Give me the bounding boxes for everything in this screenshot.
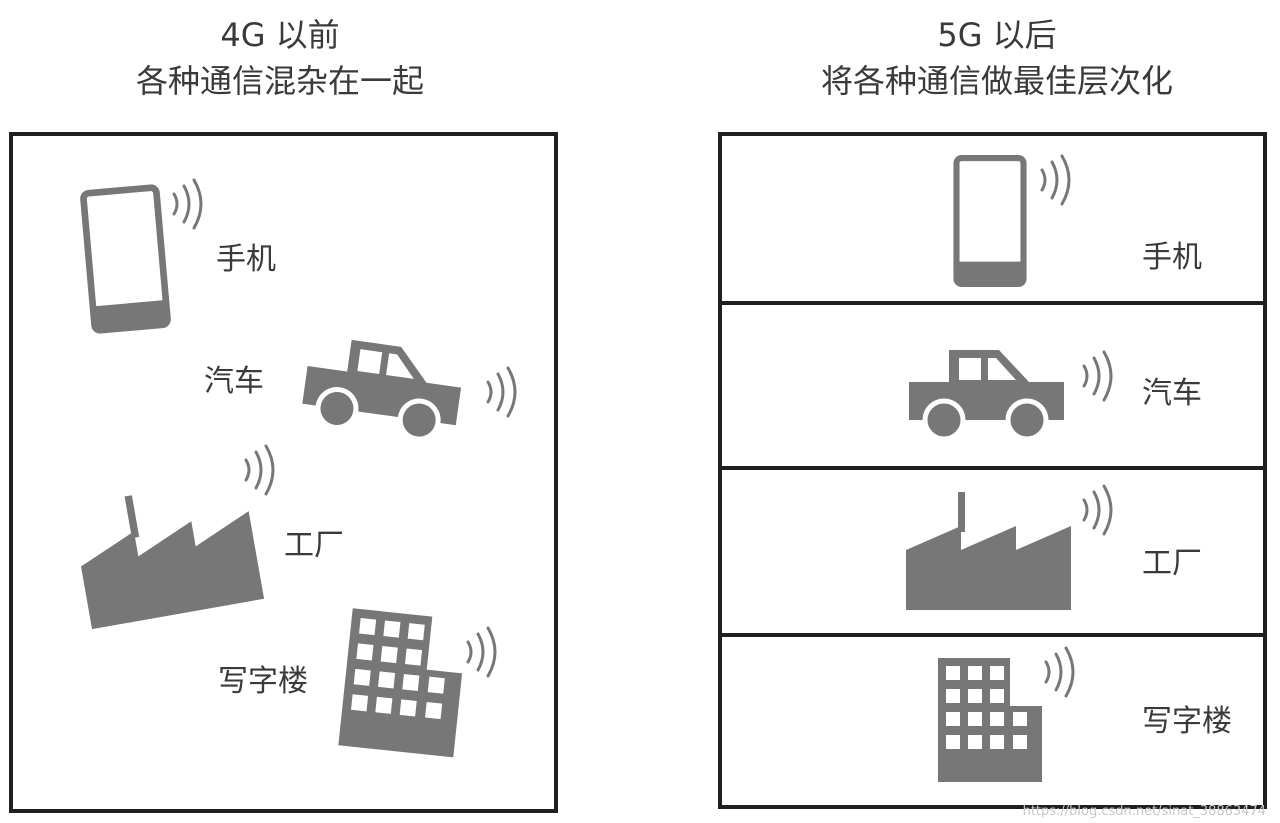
layer-divider bbox=[718, 301, 1267, 305]
right-phone-icon bbox=[954, 156, 1026, 286]
left-office-icon bbox=[338, 608, 468, 758]
left-factory-signal-icon bbox=[244, 444, 275, 496]
left-car-icon bbox=[300, 330, 470, 450]
left-car-signal-icon bbox=[486, 366, 517, 418]
right-factory-icon bbox=[906, 492, 1071, 610]
watermark: https://blog.csdn.net/sinat_38863474 bbox=[1022, 804, 1266, 819]
right-subtitle: 将各种通信做最佳层次化 bbox=[820, 62, 1173, 100]
left-panel bbox=[9, 132, 558, 813]
left-subtitle: 各种通信混杂在一起 bbox=[135, 62, 424, 100]
left-office-label: 写字楼 bbox=[218, 664, 308, 699]
left-phone-icon bbox=[78, 188, 173, 330]
layer-divider bbox=[718, 633, 1267, 637]
right-office-label: 写字楼 bbox=[1142, 704, 1232, 739]
right-office-icon bbox=[938, 658, 1042, 782]
right-factory-signal-icon bbox=[1082, 484, 1113, 536]
left-office-signal-icon bbox=[466, 626, 497, 678]
right-factory-label: 工厂 bbox=[1142, 546, 1202, 581]
left-factory-icon bbox=[70, 475, 265, 630]
left-car-label: 汽车 bbox=[204, 364, 264, 399]
right-car-icon bbox=[904, 340, 1074, 448]
right-phone-label: 手机 bbox=[1142, 240, 1202, 275]
layer-divider bbox=[718, 466, 1267, 470]
right-office-signal-icon bbox=[1044, 646, 1075, 698]
left-phone-label: 手机 bbox=[216, 242, 276, 277]
right-title: 5G 以后 bbox=[937, 16, 1057, 54]
left-heading: 4G 以前 各种通信混杂在一起 bbox=[60, 12, 500, 104]
right-panel bbox=[718, 132, 1267, 809]
right-car-label: 汽车 bbox=[1142, 376, 1202, 411]
left-phone-signal-icon bbox=[172, 178, 203, 230]
right-heading: 5G 以后 将各种通信做最佳层次化 bbox=[782, 12, 1212, 104]
right-phone-signal-icon bbox=[1040, 154, 1071, 206]
left-title: 4G 以前 bbox=[220, 16, 340, 54]
right-car-signal-icon bbox=[1082, 350, 1113, 402]
left-factory-label: 工厂 bbox=[284, 528, 344, 563]
